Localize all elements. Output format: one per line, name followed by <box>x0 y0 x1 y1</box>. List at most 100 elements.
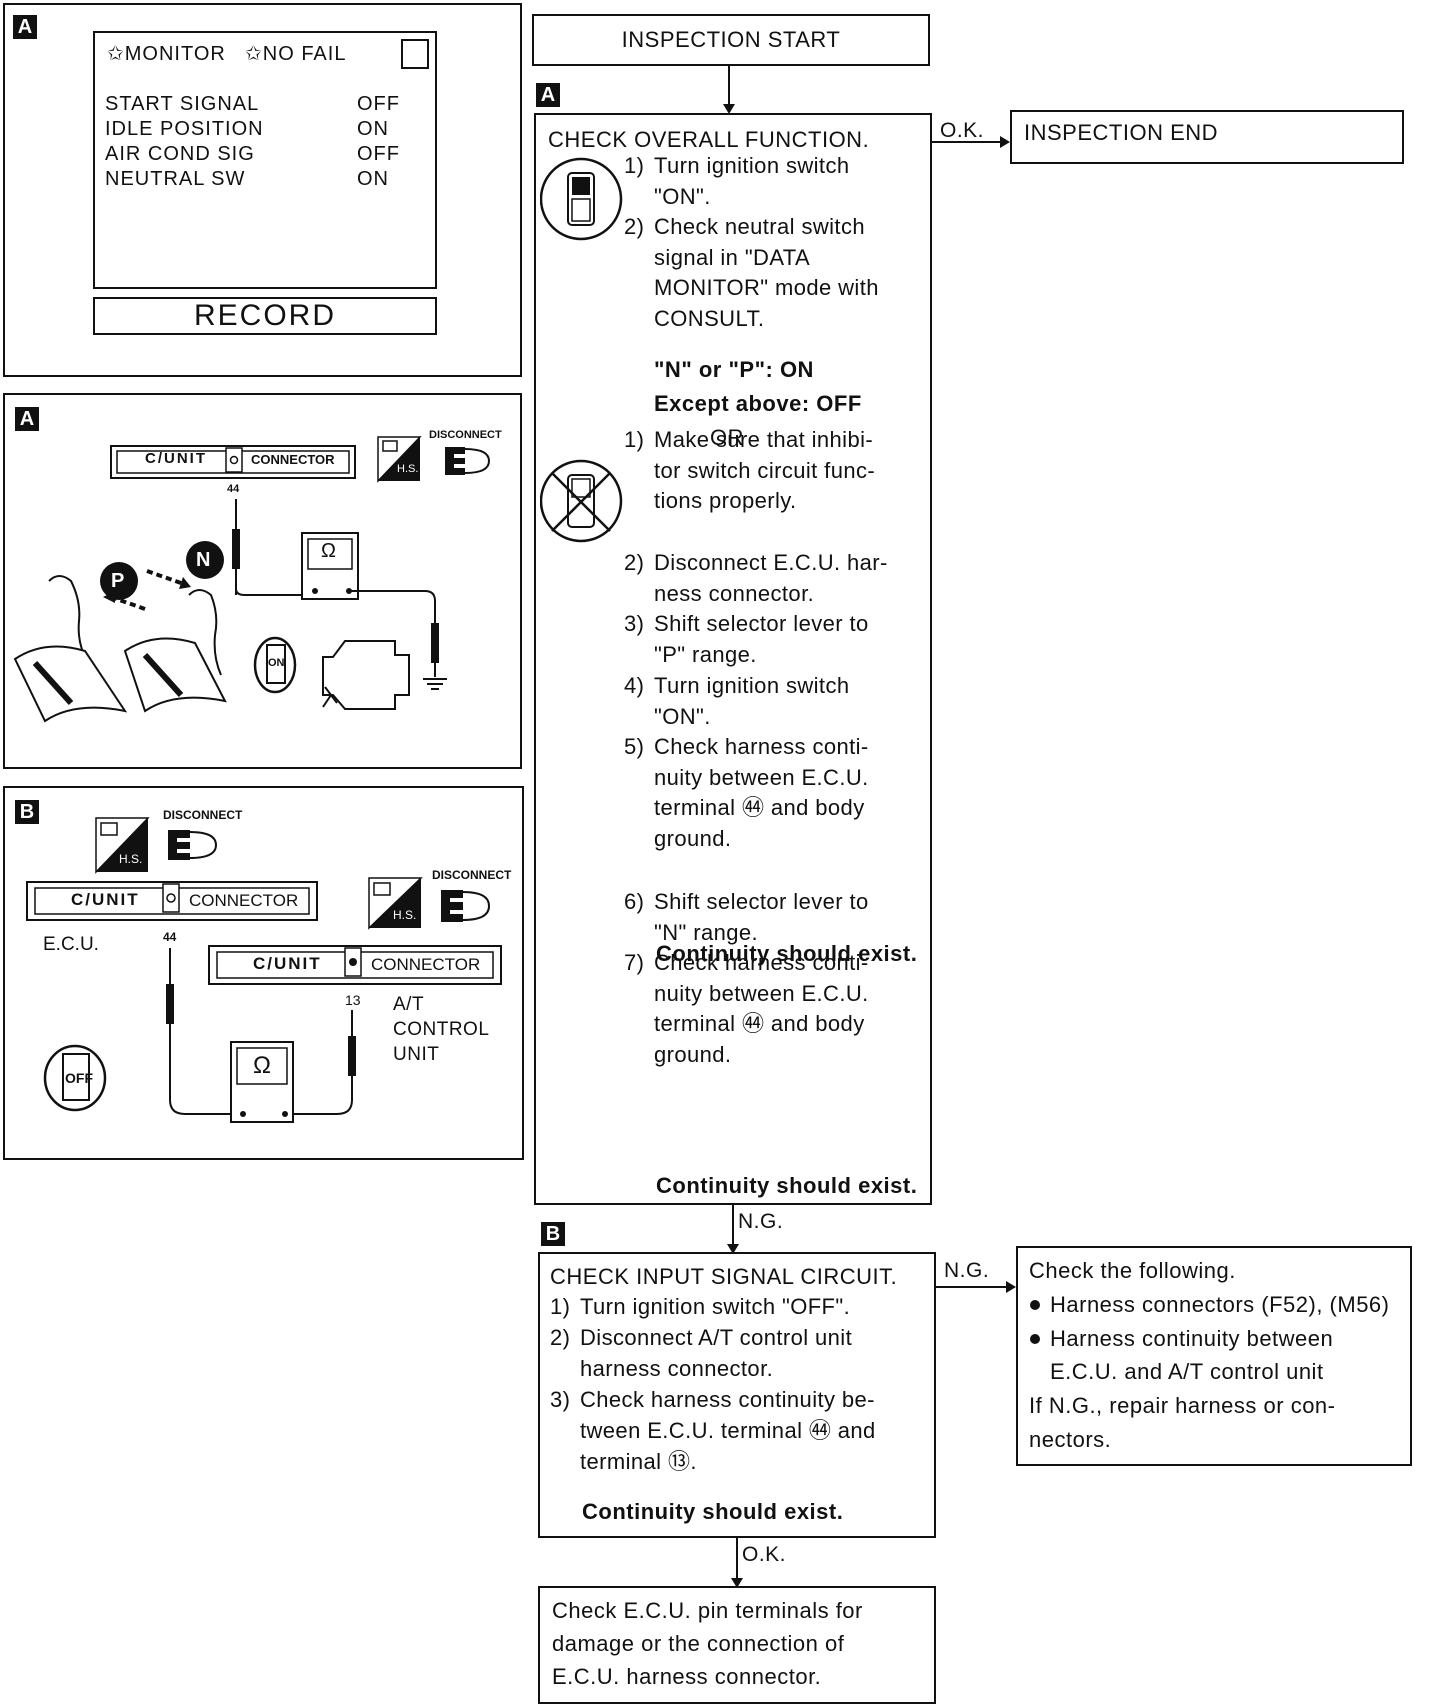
monitor-row-label: AIR COND SIG <box>105 143 255 165</box>
record-button[interactable]: RECORD <box>93 297 437 335</box>
monitor-row-label: START SIGNAL <box>105 93 260 115</box>
fig-a-key-on: ON <box>268 657 285 669</box>
ng-label-2: N.G. <box>944 1259 990 1282</box>
fig-b-hs-1: H.S. <box>119 852 143 866</box>
step-text: Disconnect E.C.U. har- ness connector. <box>654 550 888 606</box>
consult-icon <box>540 157 623 241</box>
step-item: 2) Check neutral switch signal in "DATA M… <box>624 212 954 334</box>
step-text: Shift selector lever to "P" range. <box>654 611 869 667</box>
ng-label-1: N.G. <box>738 1210 784 1233</box>
fig-a-connector-label: CONNECTOR <box>251 452 335 467</box>
step-number: 1) <box>550 1294 571 1319</box>
ok-label-2: O.K. <box>742 1543 787 1566</box>
check-following-box: Check the following. Harness connectors … <box>1016 1246 1412 1466</box>
step-number: 3) <box>550 1387 571 1412</box>
result-except-above: Except above: OFF <box>654 391 862 416</box>
step-text: Shift selector lever to "N" range. <box>654 889 869 945</box>
fig-a-pin-44: 44 <box>227 483 240 495</box>
flow-tag-b: B <box>541 1222 565 1246</box>
step-number: 2) <box>624 550 645 575</box>
step-text: Check harness conti- nuity between E.C.U… <box>654 950 869 1068</box>
figure-b-drawing <box>26 817 502 1123</box>
inspection-end-box: INSPECTION END <box>1010 110 1404 164</box>
check-input-signal-box: CHECK INPUT SIGNAL CIRCUIT. 1) Turn ignit… <box>538 1252 936 1538</box>
bullet-text: Harness continuity between E.C.U. and A/… <box>1050 1326 1334 1384</box>
fig-a-cunit-label: C/UNIT <box>145 450 207 467</box>
fig-b-pin-13: 13 <box>345 992 361 1008</box>
check-overall-title: CHECK OVERALL FUNCTION. <box>548 127 870 152</box>
step-text: Check harness conti- nuity between E.C.U… <box>654 734 869 852</box>
inspection-start-box: INSPECTION START <box>532 14 930 66</box>
step-item: 2) Disconnect E.C.U. har- ness connector. <box>624 548 954 609</box>
fig-a-disconnect-label: DISCONNECT <box>429 429 502 441</box>
step-number: 4) <box>624 673 645 698</box>
continuity-note-7: Continuity should exist. <box>656 1173 918 1198</box>
step-text: Turn ignition switch "OFF". <box>580 1294 851 1319</box>
check-following-title: Check the following. <box>1029 1258 1236 1283</box>
ok-label-1: O.K. <box>940 119 985 142</box>
figure-a-panel: A <box>3 393 522 769</box>
panel-tag-a: A <box>13 15 37 39</box>
bullet-dot-icon <box>1030 1300 1040 1310</box>
step-number: 5) <box>624 734 645 759</box>
fig-b-cunit-2: C/UNIT <box>253 954 322 973</box>
or-separator-label: OR <box>704 421 750 455</box>
step-text: Make sure that inhibi- tor switch circui… <box>654 427 876 514</box>
step-text: Check harness continuity be- tween E.C.U… <box>580 1387 876 1474</box>
final-check-text: Check E.C.U. pin terminals for damage or… <box>552 1598 863 1689</box>
check-input-title: CHECK INPUT SIGNAL CIRCUIT. <box>550 1264 898 1289</box>
figure-a-tag: A <box>15 407 39 431</box>
figure-b-panel: B <box>3 786 524 1160</box>
fig-b-ecu: E.C.U. <box>43 934 99 955</box>
fig-a-ohm: Ω <box>321 540 336 562</box>
step-number: 1) <box>624 153 645 178</box>
fig-a-range-n: N <box>196 549 211 571</box>
no-fail-header: ✩NO FAIL <box>245 43 347 65</box>
step-item: 4) Turn ignition switch "ON". <box>624 671 954 732</box>
fig-b-ohm: Ω <box>253 1052 271 1079</box>
step-text: Disconnect A/T control unit harness conn… <box>580 1325 853 1381</box>
fig-b-hs-2: H.S. <box>393 908 417 922</box>
step-item: 3) Shift selector lever to "P" range. <box>624 609 954 670</box>
continuity-note-b: Continuity should exist. <box>582 1499 844 1524</box>
figure-b-tag: B <box>15 800 39 824</box>
step-text: Turn ignition switch "ON". <box>654 673 850 729</box>
monitor-checkbox[interactable] <box>401 39 429 69</box>
step-item: 1) Turn ignition switch "ON". <box>624 151 954 212</box>
step-number: 3) <box>624 611 645 636</box>
fig-b-key-off: OFF <box>65 1070 93 1086</box>
fig-b-disconnect-2: DISCONNECT <box>432 868 512 882</box>
step-number: 6) <box>624 889 645 914</box>
monitor-row-value: ON <box>357 168 389 190</box>
fig-b-connector-1: CONNECTOR <box>189 891 299 910</box>
monitor-row-label: NEUTRAL SW <box>105 168 246 190</box>
fig-a-hs-label: H.S. <box>397 463 419 475</box>
result-n-or-p: "N" or "P": ON <box>654 357 814 382</box>
bullet-text: Harness connectors (F52), (M56) <box>1050 1292 1390 1317</box>
monitor-row-value: ON <box>357 118 389 140</box>
step-item: 6) Shift selector lever to "N" range. <box>624 887 954 948</box>
step-number: 7) <box>624 950 645 975</box>
record-button-label: RECORD <box>193 299 336 332</box>
inspection-start-label: INSPECTION START <box>621 27 841 52</box>
check-overall-function-box: CHECK OVERALL FUNCTION. 1) Turn ignition … <box>534 113 932 1205</box>
step-item: 5) Check harness conti- nuity between E.C… <box>624 732 954 855</box>
step-number: 2) <box>550 1325 571 1350</box>
final-check-box: Check E.C.U. pin terminals for damage or… <box>538 1586 936 1704</box>
monitor-row-value: OFF <box>357 93 400 115</box>
bullet-dot-icon <box>1030 1334 1040 1344</box>
step-item: 1) Make sure that inhibi- tor switch circ… <box>624 425 954 517</box>
step-number: 2) <box>624 214 645 239</box>
fig-b-disconnect-1: DISCONNECT <box>163 808 243 822</box>
step-text: Check neutral switch signal in "DATA MON… <box>654 214 879 331</box>
monitor-row-label: IDLE POSITION <box>105 118 264 140</box>
step-text: Turn ignition switch "ON". <box>654 153 850 209</box>
fig-a-range-p: P <box>111 570 125 592</box>
flow-tag-a: A <box>536 83 560 107</box>
no-consult-icon <box>540 459 623 543</box>
fig-b-at-control-unit: A/T CONTROL UNIT <box>393 994 490 1065</box>
figure-a-drawing <box>13 436 491 723</box>
step-number: 1) <box>624 427 645 452</box>
